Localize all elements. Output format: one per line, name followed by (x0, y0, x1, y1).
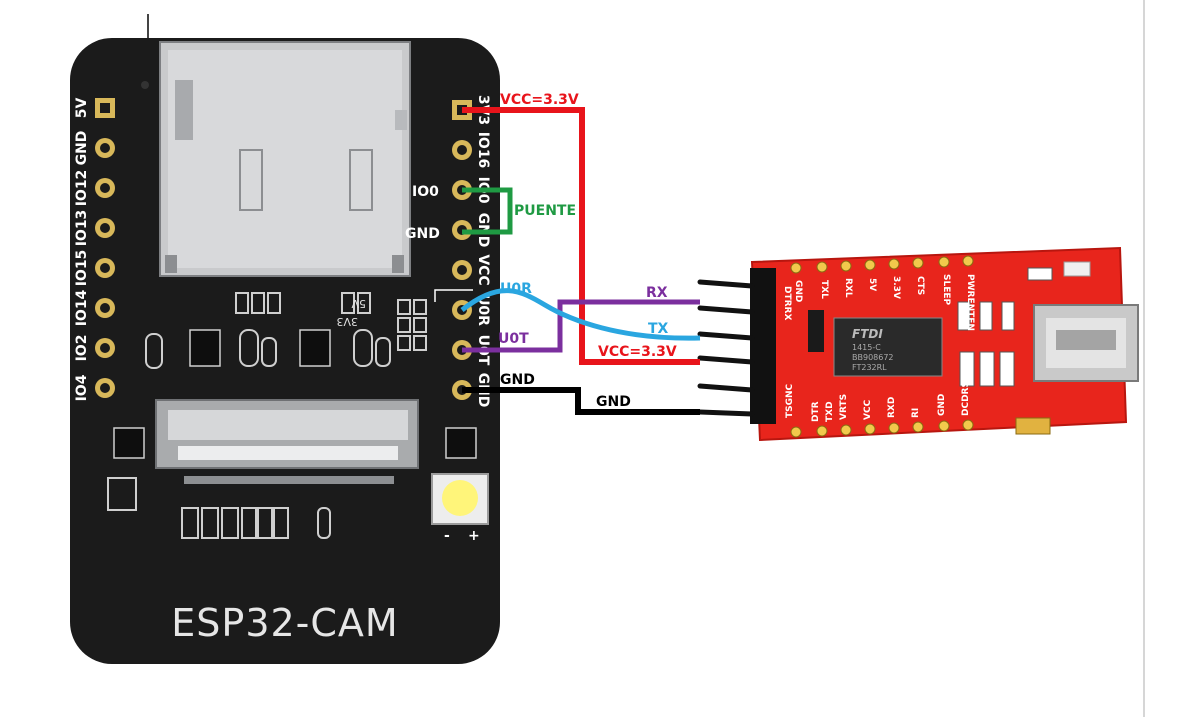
right-divider (1143, 0, 1145, 717)
pin-label-io4: IO4 (74, 374, 90, 401)
ftdi-label-gnd-bottom: GND (937, 394, 947, 416)
ftdi-label-pwrenten: PWRENTEN (965, 274, 975, 331)
ftdi-top-pads (790, 255, 974, 274)
usb-connector (1033, 304, 1139, 382)
ftdi-label-5v: 5V (867, 278, 877, 291)
ftdi-adapter: FTDI 1415-C BB908672 FT232RL GND TXL (697, 246, 1139, 442)
top-tick-mark (147, 14, 149, 44)
silk-3v3: 3V3 (336, 315, 358, 328)
ftdi-label-ri: RI (911, 408, 921, 418)
ftdi-bottom-pads (790, 419, 974, 438)
chip-text-1: 1415-C (852, 343, 881, 352)
ftdi-label-3v3: 3.3V (891, 276, 901, 299)
ftdi-label-rxl: RXL (843, 278, 853, 298)
ftdi-label-tsgnc: TSGNC (785, 383, 795, 418)
ftdi-label-sleep: SLEEP (941, 274, 951, 306)
vcc-top-label: VCC=3.3V (500, 92, 579, 108)
esp32-left-pin-labels: 5V GND IO12 IO13 IO15 IO14 IO2 IO4 (74, 98, 90, 402)
ftdi-label-txd: TXD (825, 401, 835, 422)
gnd-wire (462, 387, 700, 415)
pin-label-io14: IO14 (74, 289, 90, 326)
led-plus-label: + (468, 528, 480, 544)
ftdi-bottom-labels: DTR TXD VRTS VCC RXD RI GND DCDRSD (811, 374, 971, 422)
flash-led (431, 473, 489, 525)
pin-label-io15: IO15 (74, 250, 90, 287)
u0r-callout: U0R (500, 281, 532, 297)
ftdi-label-txl: TXL (819, 280, 829, 299)
gnd-callout: GND (405, 226, 440, 242)
ftdi-label-gnd: GND (793, 280, 803, 302)
puente-label: PUENTE (514, 203, 576, 219)
esp32-bottom-components (181, 507, 289, 539)
ftdi-top-labels: GND TXL RXL 5V 3.3V CTS SLEEP PWRENTEN (793, 274, 975, 331)
ftdi-chip: FTDI 1415-C BB908672 FT232RL (833, 317, 943, 377)
ftdi-label-rxd: RXD (887, 397, 897, 418)
io0-callout: IO0 (412, 184, 439, 200)
board-title: ESP32-CAM (171, 601, 398, 645)
led-minus-label: - (444, 528, 450, 544)
ftdi-label-cts: CTS (915, 276, 925, 295)
sd-card-slot (159, 41, 411, 277)
u0t-callout: U0T (498, 331, 529, 347)
pin-label-io2: IO2 (74, 335, 90, 362)
pin-label-vcc: VCC (475, 254, 491, 285)
ftdi-label-vrts: VRTS (839, 394, 849, 420)
u0r-leader-line (434, 289, 473, 302)
chip-text-2: BB908672 (852, 353, 894, 362)
ftdi-header-housing (750, 268, 776, 424)
pin-label-u0r: U0R (475, 294, 491, 326)
chip-brand: FTDI (852, 327, 883, 341)
rx-label: RX (646, 285, 668, 301)
wires (434, 107, 701, 415)
pin-label-io16: IO16 (475, 132, 491, 169)
gnd-left-label: GND (500, 372, 535, 388)
ftdi-label-dtrrx: DTRRX (782, 286, 792, 320)
esp32-left-header (95, 98, 115, 398)
ftdi-label-dcdrsd: DCDRSD (961, 374, 971, 416)
ftdi-capacitor (1015, 417, 1051, 435)
esp32-cam-board: 5V GND IO12 IO13 IO15 IO14 IO2 IO4 3V3 I… (70, 38, 500, 664)
tx-label: TX (648, 321, 669, 337)
ftdi-label-vcc: VCC (863, 399, 873, 420)
voltage-jumper (808, 310, 824, 352)
tx-wire (460, 288, 701, 341)
ftdi-header-pins (697, 279, 755, 417)
vcc-bottom-label: VCC=3.3V (598, 344, 677, 360)
camera-connector (155, 399, 419, 484)
ftdi-smd-components (957, 267, 1053, 387)
ftdi-led (1063, 261, 1091, 277)
puente-jumper-wire (462, 187, 513, 235)
esp32-transistors (107, 329, 477, 511)
pin-label-gnd: GND (74, 131, 90, 166)
ftdi-label-dtr: DTR (811, 401, 821, 422)
chip-text-3: FT232RL (852, 363, 887, 372)
silk-5v: 5V (351, 297, 366, 310)
pin-label-io13: IO13 (74, 210, 90, 247)
esp32-smd-components (145, 292, 427, 539)
gnd-right-label: GND (596, 394, 631, 410)
rx-wire (462, 299, 700, 353)
vcc-wire (462, 107, 700, 365)
pin-label-5v: 5V (74, 98, 90, 119)
pin-label-io12: IO12 (74, 170, 90, 207)
